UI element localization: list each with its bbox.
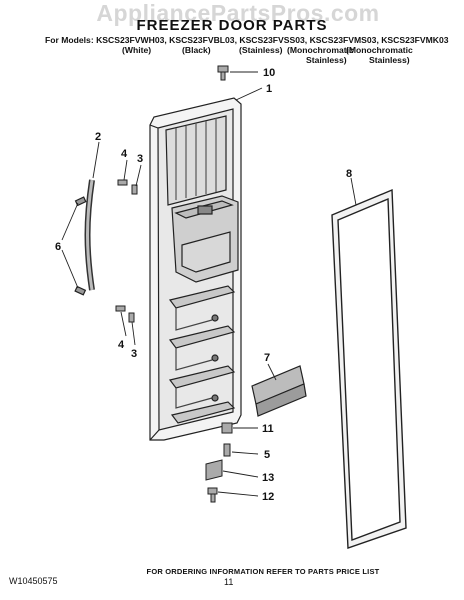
models-line: For Models: KSCS23FVWH03, KSCS23FVBL03, … (45, 35, 449, 45)
door-gasket (331, 188, 407, 549)
door-bin (251, 365, 307, 417)
watermark: AppliancePartsPros.com (96, 0, 380, 26)
top-hinge-screw (217, 65, 229, 81)
bottom-hinge-parts (205, 422, 233, 503)
variant-stainless: (Stainless) (239, 45, 283, 55)
handle-screws-lower (115, 305, 135, 323)
page-number: 11 (224, 577, 234, 587)
callout-2: 2 (95, 131, 101, 143)
variant-monochromatic-1: (Monochromatic (287, 45, 354, 55)
ordering-note: FOR ORDERING INFORMATION REFER TO PARTS … (146, 567, 380, 576)
leader-lines (61, 71, 357, 497)
callout-10: 10 (263, 67, 275, 79)
callout-4-upper: 4 (121, 148, 128, 160)
callout-4-lower: 4 (118, 339, 125, 351)
handle-screws-upper (117, 179, 138, 195)
freezer-door (149, 97, 242, 441)
variant-monochromatic-2-line2: Stainless) (369, 55, 410, 65)
callout-3-lower: 3 (131, 348, 137, 360)
callout-6: 6 (55, 241, 61, 253)
variant-monochromatic-2: (Monochromatic (346, 45, 413, 55)
document-number: W10450575 (9, 576, 58, 586)
variant-monochromatic-1-line2: Stainless) (306, 55, 347, 65)
callout-3-upper: 3 (137, 153, 143, 165)
variant-black: (Black) (182, 45, 211, 55)
variant-white: (White) (122, 45, 152, 55)
callout-12: 12 (262, 491, 274, 503)
callout-8: 8 (346, 168, 352, 180)
callout-7: 7 (264, 352, 270, 364)
callout-13: 13 (262, 472, 274, 484)
callout-1: 1 (266, 83, 272, 95)
callout-11: 11 (262, 423, 274, 435)
door-handle (74, 179, 95, 296)
model-variants: (White) (Black) (Stainless) (Monochromat… (0, 45, 464, 67)
page-title: FREEZER DOOR PARTS (136, 17, 328, 34)
callout-5: 5 (264, 449, 270, 461)
